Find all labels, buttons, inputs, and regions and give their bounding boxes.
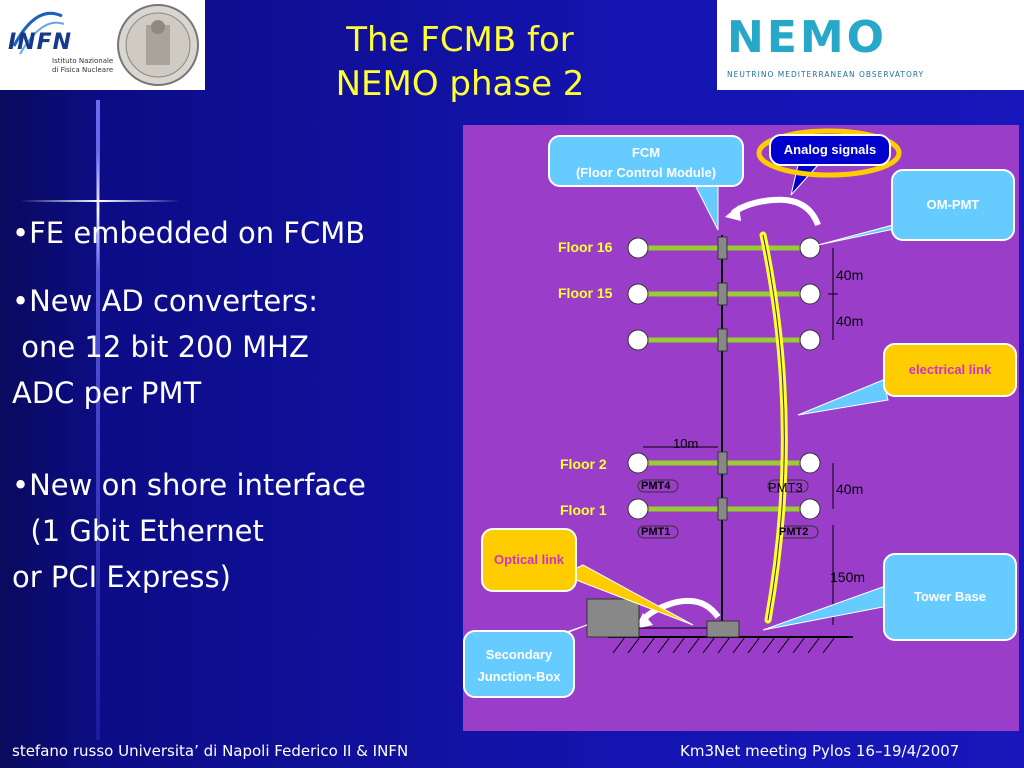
floor-16-bar	[627, 236, 821, 260]
title-line: NEMO phase 2	[335, 64, 585, 104]
floor-label: Floor 1	[560, 502, 607, 518]
pmt-label: PMT4	[641, 480, 671, 492]
floor-2-bar	[627, 451, 821, 475]
title-line: The FCMB for	[346, 20, 574, 60]
fcm-label: FCM	[631, 145, 661, 160]
infn-subtitle: Istituto Nazionale di Fisica Nucleare	[52, 57, 113, 75]
floor-14-bar	[627, 328, 821, 352]
nemo-logo: NEMO NEUTRINO MEDITERRANEAN OBSERVATORY	[717, 0, 1024, 90]
pmt-label: PMT1	[641, 526, 671, 538]
secondary-jb-callout: Secondary Junction-Box	[463, 630, 575, 698]
sparkle-decor	[20, 200, 180, 202]
tower-base-label: Tower Base	[913, 589, 986, 604]
om-pmt-label: OM-PMT	[926, 197, 980, 212]
distance-label: 10m	[673, 436, 699, 451]
bullet-list: •FE embedded on FCMB •New AD converters:…	[12, 210, 366, 600]
bullet-line: (1 Gbit Ethernet	[12, 514, 264, 548]
infn-swoosh-icon	[12, 11, 65, 55]
infn-logo-text: INFN	[8, 30, 73, 55]
nemo-logo-text: NEMO	[727, 12, 888, 63]
bullet-line: •New AD converters:	[12, 284, 318, 318]
bullet-line: •New on shore interface	[12, 468, 366, 502]
bullet-line: or PCI Express)	[12, 560, 231, 594]
analog-signals-label: Analog signals	[783, 142, 877, 157]
floor-label: Floor 15	[558, 285, 613, 301]
sjb-sublabel: Junction-Box	[477, 669, 561, 684]
sparkle-decor	[97, 150, 99, 270]
electrical-link-label: electrical link	[908, 362, 992, 377]
infn-sub-line: di Fisica Nucleare	[52, 66, 114, 74]
floor-label: Floor 16	[558, 239, 613, 255]
tower-diagram-graphic	[547, 128, 914, 654]
bullet-line: •FE embedded on FCMB	[12, 216, 366, 250]
tower-diagram: FCM (Floor Control Module) Analog signal…	[463, 125, 1019, 731]
pmt-label: PMT3	[768, 480, 803, 495]
footer-author: stefano russo Universita’ di Napoli Fede…	[12, 742, 409, 760]
infn-logo: INFN Istituto Nazionale di Fisica Nuclea…	[0, 0, 205, 90]
fcm-callout: FCM (Floor Control Module)	[548, 135, 744, 187]
pmt-label: PMT2	[779, 526, 809, 538]
tower-base-callout: Tower Base	[883, 553, 1017, 641]
distance-label: 40m	[836, 267, 864, 283]
bullet-line: one 12 bit 200 MHZ	[12, 330, 309, 364]
distance-label: 150m	[830, 569, 866, 585]
floor-label: Floor 2	[560, 456, 607, 472]
floor-15-bar	[627, 282, 821, 306]
fcm-sublabel: (Floor Control Module)	[575, 165, 717, 180]
electrical-link-callout: electrical link	[883, 343, 1017, 397]
om-pmt-callout: OM-PMT	[891, 169, 1015, 241]
distance-label: 40m	[836, 481, 864, 497]
decor-vertical-line	[96, 100, 100, 740]
sjb-label: Secondary	[485, 647, 553, 662]
nemo-subtitle: NEUTRINO MEDITERRANEAN OBSERVATORY	[727, 70, 925, 79]
optical-link-callout: Optical link	[481, 528, 577, 592]
distance-label: 40m	[836, 313, 864, 329]
footer-event: Km3Net meeting Pylos 16–19/4/2007	[680, 742, 960, 760]
slide-title: The FCMB for NEMO phase 2	[280, 18, 640, 106]
infn-sub-line: Istituto Nazionale	[52, 57, 114, 65]
optical-link-label: Optical link	[493, 552, 565, 567]
floor-1-bar	[627, 497, 821, 521]
university-seal-icon	[117, 4, 199, 86]
bullet-line: ADC per PMT	[12, 376, 202, 410]
analog-signals-callout: Analog signals	[769, 134, 891, 166]
